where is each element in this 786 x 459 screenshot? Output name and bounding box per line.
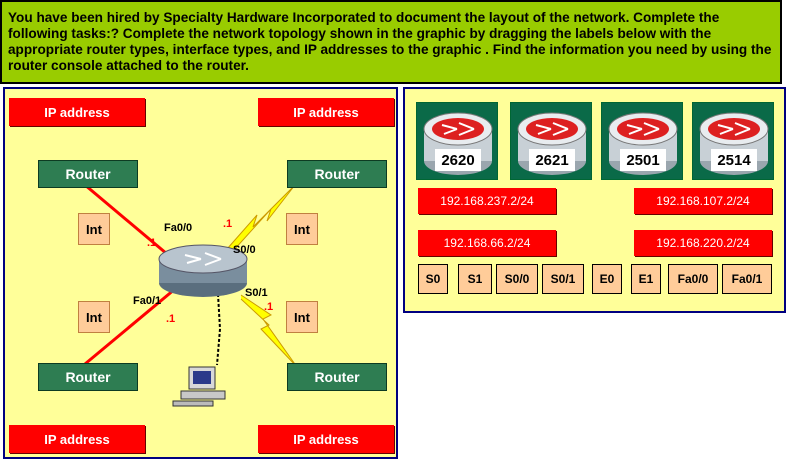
router-model-label: 2514 [711,149,757,171]
router-tile-2501[interactable]: 2501 [601,102,683,180]
iface-tile-s0-0[interactable]: S0/0 [496,264,538,294]
iface-tile-fa0-1[interactable]: Fa0/1 [722,264,772,294]
int-slot-top-right[interactable]: Int [286,213,318,245]
topology-panel: IP address IP address IP address IP addr… [3,87,398,459]
iface-tile-e1[interactable]: E1 [631,264,661,294]
router-model-label: 2501 [620,149,666,171]
iface-tile-s0[interactable]: S0 [418,264,448,294]
central-router-icon [158,244,248,297]
iface-tile-s0-1[interactable]: S0/1 [542,264,584,294]
instructions-banner: You have been hired by Specialty Hardwar… [0,0,782,84]
ip-address-slot-bottom-right[interactable]: IP address [258,425,394,453]
ip-tag-192-168-237-2[interactable]: 192.168.237.2/24 [418,188,556,214]
router-tile-2621[interactable]: 2621 [510,102,592,180]
instructions-text: You have been hired by Specialty Hardwar… [8,10,772,73]
ip-address-slot-top-right[interactable]: IP address [258,98,394,126]
router-slot-bottom-left[interactable]: Router [38,363,138,391]
host-suffix-fa01: .1 [166,313,176,325]
link-fa00 [84,183,174,261]
pc-cable [216,293,222,366]
router-slot-bottom-right[interactable]: Router [287,363,387,391]
int-slot-bottom-right[interactable]: Int [286,301,318,333]
iface-label-fa01: Fa0/1 [133,295,162,307]
iface-tile-s1[interactable]: S1 [458,264,492,294]
topology-links [84,183,298,407]
serial-link-s00 [226,184,296,252]
host-suffix-s00: .1 [223,218,233,230]
ip-address-slot-top-left[interactable]: IP address [9,98,145,126]
pc-console-icon [172,366,226,407]
iface-label-s01: S0/1 [245,287,268,299]
ip-tag-192-168-220-2[interactable]: 192.168.220.2/24 [634,230,772,256]
iface-tile-e0[interactable]: E0 [592,264,622,294]
router-model-label: 2620 [435,149,481,171]
router-model-label: 2621 [529,149,575,171]
router-tile-2514[interactable]: 2514 [692,102,774,180]
int-slot-bottom-left[interactable]: Int [78,301,110,333]
router-slot-top-right[interactable]: Router [287,160,387,188]
router-slot-top-left[interactable]: Router [38,160,138,188]
link-fa01 [84,287,176,366]
int-slot-top-left[interactable]: Int [78,213,110,245]
ip-tag-192-168-66-2[interactable]: 192.168.66.2/24 [418,230,556,256]
iface-tile-fa0-0[interactable]: Fa0/0 [668,264,718,294]
host-suffix-fa00: .1 [147,237,157,249]
ip-address-slot-bottom-left[interactable]: IP address [9,425,145,453]
iface-label-s00: S0/0 [233,244,256,256]
host-suffix-s01: .1 [264,301,274,313]
router-tile-2620[interactable]: 2620 [416,102,498,180]
iface-label-fa00: Fa0/0 [164,222,193,234]
ip-tag-192-168-107-2[interactable]: 192.168.107.2/24 [634,188,772,214]
